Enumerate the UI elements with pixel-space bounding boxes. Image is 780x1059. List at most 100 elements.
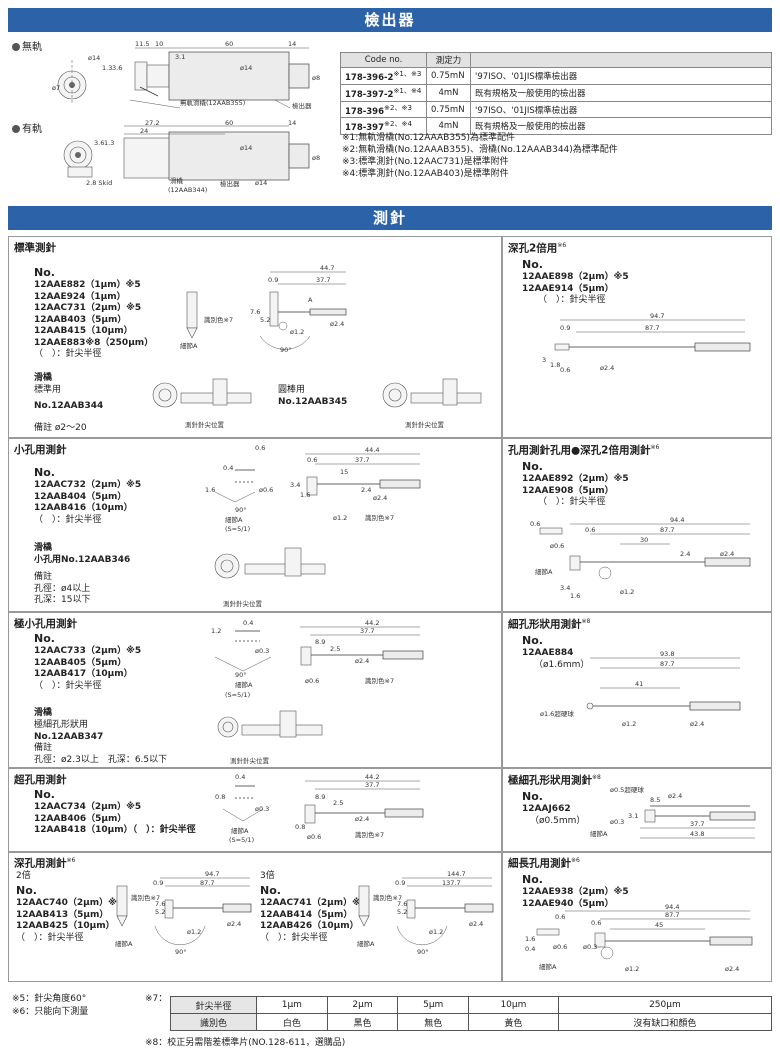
dim-text: 2.5	[333, 799, 343, 807]
panel-extra-small	[8, 612, 502, 768]
table-cell: 1μm	[256, 996, 328, 1014]
dim-text: ø7	[52, 84, 60, 92]
detail-label: 細節A	[115, 939, 133, 948]
slider-drawing: 測針針尖位置	[152, 378, 252, 429]
dim-text: 5.2	[155, 908, 165, 916]
detector-note: ※3:標準測針(No.12AAC731)是標準附件	[342, 157, 509, 167]
dim-text: 94.4	[670, 516, 684, 524]
dim-text: 0.9	[395, 879, 405, 887]
model-item: 12AAC740（2μm）※5	[16, 898, 124, 908]
slider-note: 備註孔徑：ø2.3以上 孔深：6.5以下	[34, 743, 168, 765]
model-item: 12AAB415（10μm）	[34, 326, 133, 336]
color-label: 識別色※7	[365, 513, 394, 522]
dim-text: 14	[288, 40, 296, 48]
no-label: No.	[34, 632, 55, 645]
dim-text: ø0.3	[610, 818, 624, 826]
dim-text: ø1.2	[625, 965, 639, 973]
dim-text: 44.2	[365, 619, 379, 627]
dim-text: ø14	[255, 179, 267, 187]
header-cell: Code no.	[340, 52, 427, 68]
section-title: 標準測針	[14, 242, 56, 254]
dim-text: 1.3	[102, 64, 112, 72]
detail-label: 細節A	[235, 680, 253, 689]
slider-sub: 極細孔形狀用	[34, 720, 89, 730]
dim-text: 94.7	[205, 870, 219, 878]
dim-text: 7.6	[155, 900, 165, 908]
dim-text: 3.1	[175, 53, 185, 61]
dim-text: 0.8	[215, 793, 225, 801]
dim-text: ø2.4	[725, 965, 739, 973]
model-item: 12AAB414（5μm）	[260, 909, 353, 920]
slider-label: 無軌滑橇(12AAB355)	[180, 98, 245, 107]
scale-label: (S=5/1)	[229, 836, 254, 844]
position-label: 測針針尖位置	[223, 599, 263, 608]
table-cell: 2μm	[326, 996, 399, 1014]
small-hole-stylus-drawing: 0.6 44.4 0.6 37.7 15 0.4 1.6 ø0.6 3.4 1.…	[205, 444, 421, 533]
model-item: 12AAE908（5μm）	[522, 485, 614, 496]
dim-text: 0.4	[223, 464, 233, 472]
section-title: 深孔用測針※6	[14, 857, 76, 870]
stylus-banner: 測針	[8, 206, 772, 230]
model-item: 12AAB413（5μm）	[16, 909, 109, 920]
dim-text: ø1.2	[187, 928, 201, 936]
table-cell: 黃色	[468, 1013, 559, 1031]
panel-ultra	[8, 768, 502, 852]
model-item: （ ）：針尖半徑	[260, 932, 328, 943]
dim-text: 87.7	[660, 526, 674, 534]
dim-text: 3.1	[628, 812, 638, 820]
dim-text: ø2.4	[355, 657, 369, 665]
dim-text: 45	[655, 921, 663, 929]
dim-text: ø1.2	[622, 720, 636, 728]
no-label: No.	[522, 460, 543, 473]
dim-text: 0.6	[585, 526, 595, 534]
model-item: 12AAB404（5μm）	[34, 491, 127, 502]
section-title: 深孔2倍用※6	[508, 242, 567, 255]
dim-text: ø0.3	[255, 647, 269, 655]
model-item: 12AAE892（2μm）※5	[522, 474, 629, 484]
dim-text: 14	[288, 119, 296, 127]
unit-label: 檢出器	[292, 101, 312, 110]
no-label: No.	[34, 788, 55, 801]
dim-text: 0.6	[530, 520, 540, 528]
deep3x-drawing: 144.7 0.9 137.7 7.6 5.2 ø1.2 ø2.4 90° 識別…	[357, 870, 494, 956]
dim-text: ø0.6	[307, 833, 321, 841]
dim-text: 27.2	[145, 119, 159, 127]
dim-text: ø2.4	[469, 920, 483, 928]
model-item: 12AAE914（5μm）	[522, 283, 614, 294]
color-label: 識別色※7	[204, 315, 233, 324]
section-title: 細孔形狀用測針※8	[508, 618, 591, 631]
dim-text: ø1.2	[290, 328, 304, 336]
dim-text: 30	[640, 536, 648, 544]
model-item: （ø0.5mm）	[530, 815, 586, 826]
table-cell: 無色	[397, 1013, 470, 1031]
dim-text: 2.4	[680, 550, 690, 558]
dim-text: ø1.6超硬球	[540, 709, 574, 718]
model-list: 12AAE884（ø1.6mm）	[522, 648, 589, 671]
table-header-row: Code no. 測定力	[340, 52, 772, 68]
dim-text: 0.4	[243, 619, 253, 627]
model-item: （ ）：針尖半徑	[34, 349, 102, 359]
dim-text: ø0.6	[305, 677, 319, 685]
model-list: 12AAJ662（ø0.5mm）	[522, 804, 585, 827]
detector-note: ※2:無軌滑橇(No.12AAAB355)、滑橇(No.12AAAB344)為標…	[342, 145, 618, 155]
dim-text: 87.7	[660, 660, 674, 668]
panel-deep2x	[502, 236, 772, 438]
dim-text: 0.6	[307, 456, 317, 464]
round-bar-label: 圓棒用	[278, 385, 306, 395]
model-item: 12AAC733（2μm）※5	[34, 646, 142, 656]
model-item: 12AAE898（2μm）※5	[522, 272, 629, 282]
table-row: 識別色 白色 黑色 無色 黃色 沒有缺口和顏色	[170, 1013, 773, 1031]
dim-text: 0.4	[525, 945, 535, 953]
dim-text: 3	[542, 356, 546, 364]
model-item: 12AAE940（5μm）	[522, 898, 614, 909]
model-item: 12AAB406（5μm）	[34, 813, 127, 824]
rail-label: 有軌	[12, 124, 42, 137]
no-label: No.	[16, 884, 37, 897]
